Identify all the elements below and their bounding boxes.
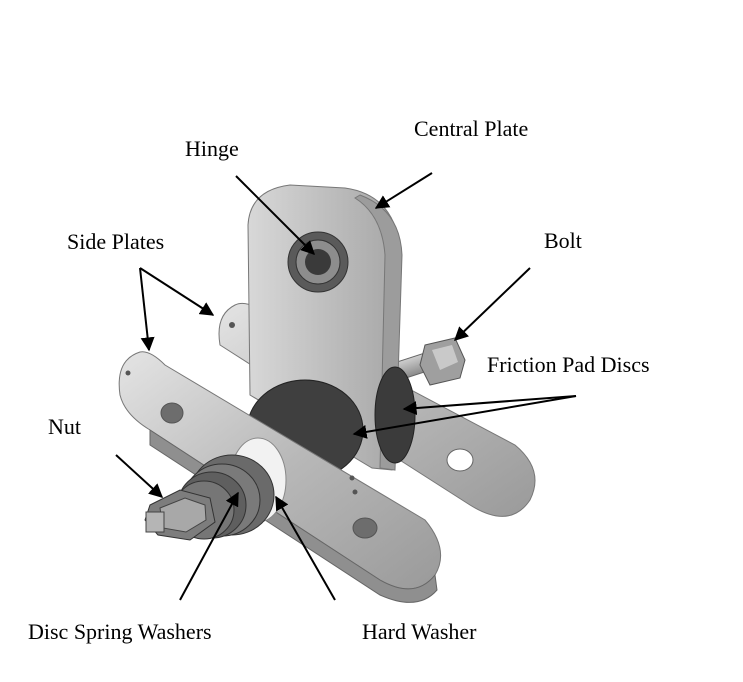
label-side-plates: Side Plates <box>67 229 165 254</box>
arrow-nut <box>115 454 164 498</box>
arrow-side-plate-back <box>139 267 215 316</box>
nut <box>144 489 216 541</box>
arrow-hinge <box>235 175 315 255</box>
arrow-hard-washer <box>275 495 336 601</box>
arrow-friction-pad-front <box>352 395 577 439</box>
arrow-disc-spring-washers <box>179 491 239 601</box>
arrow-side-plate-front <box>139 267 155 352</box>
arrow-bolt <box>453 267 531 341</box>
leader-arrows <box>115 172 577 601</box>
label-disc-spring-washers: Disc Spring Washers <box>28 619 212 644</box>
arrow-central-plate <box>374 172 433 209</box>
label-bolt: Bolt <box>544 228 582 253</box>
label-central-plate: Central Plate <box>414 116 529 141</box>
bolt <box>392 337 466 386</box>
label-friction-pad-discs: Friction Pad Discs <box>487 352 650 377</box>
label-hinge: Hinge <box>185 136 239 161</box>
hinge-bearing <box>287 231 349 293</box>
arrow-friction-pad-back <box>402 395 577 416</box>
label-hard-washer: Hard Washer <box>362 619 477 644</box>
label-nut: Nut <box>48 414 81 439</box>
